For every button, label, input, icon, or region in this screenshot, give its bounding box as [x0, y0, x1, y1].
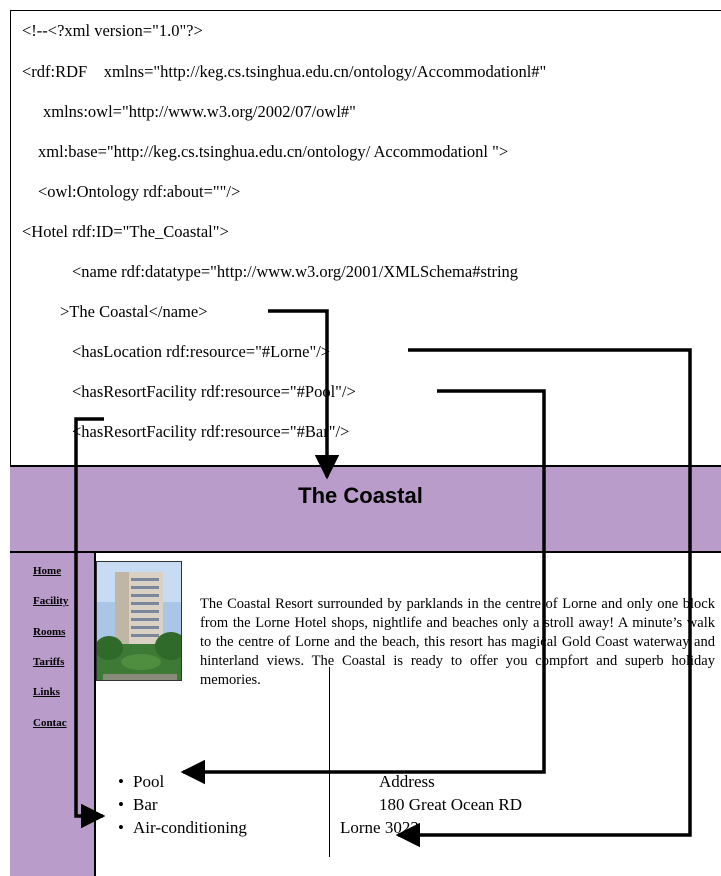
code-line: <!--<?xml version="1.0"?> [22, 21, 203, 40]
nav-link-rooms[interactable]: Rooms [33, 626, 66, 638]
code-line: <name rdf:datatype="http://www.w3.org/20… [72, 262, 519, 281]
code-line: <hasResortFacility rdf:resource="#Pool"/… [72, 382, 356, 401]
header-divider [10, 551, 721, 553]
facility-item: • Air-conditioning [118, 818, 247, 838]
hotel-description: The Coastal Resort surrounded by parklan… [200, 596, 715, 688]
facility-item: • Pool [118, 772, 164, 792]
address-line: 180 Great Ocean RD [379, 795, 523, 814]
section-divider [10, 465, 721, 467]
code-line: >The Coastal</name> [60, 302, 208, 321]
arrow-bar-to-facility [74, 417, 106, 829]
code-line: xmlns:owl="http://www.w3.org/2002/07/owl… [43, 102, 356, 121]
nav-link-links[interactable]: Links [33, 686, 60, 698]
bullet-icon: • [118, 795, 124, 814]
hotel-photo [96, 561, 182, 681]
nav-link-home[interactable]: Home [33, 565, 62, 577]
page-title: The Coastal [298, 483, 423, 508]
column-separator [329, 667, 330, 857]
code-line: xml:base="http://keg.cs.tsinghua.edu.cn/… [38, 142, 509, 161]
code-line: <hasResortFacility rdf:resource="#Bar"/> [72, 422, 350, 441]
facility-label: Pool [133, 772, 165, 791]
facility-label: Bar [133, 795, 158, 814]
arrow-pool-to-facility [180, 389, 546, 785]
code-line: <hasLocation rdf:resource="#Lorne"/> [72, 342, 331, 361]
code-line: <rdf:RDF xmlns="http://keg.cs.tsinghua.e… [22, 62, 547, 81]
nav-link-contact[interactable]: Contac [33, 717, 67, 729]
facility-item: • Bar [118, 795, 158, 815]
nav-link-tariffs[interactable]: Tariffs [33, 656, 65, 668]
address-heading: Address [379, 772, 435, 791]
figure-frame [10, 10, 721, 876]
code-line: <owl:Ontology rdf:about=""/> [38, 182, 241, 201]
code-line: <Hotel rdf:ID="The_Coastal"> [22, 222, 229, 241]
hotel-photo-image [97, 562, 181, 680]
bullet-icon: • [118, 818, 124, 837]
arrow-location-to-address [395, 348, 692, 848]
facility-label: Air-conditioning [133, 818, 247, 837]
bullet-icon: • [118, 772, 124, 791]
nav-link-facility[interactable]: Facility [33, 595, 69, 607]
arrow-name-to-title [268, 309, 340, 480]
page-header-band [10, 467, 721, 553]
